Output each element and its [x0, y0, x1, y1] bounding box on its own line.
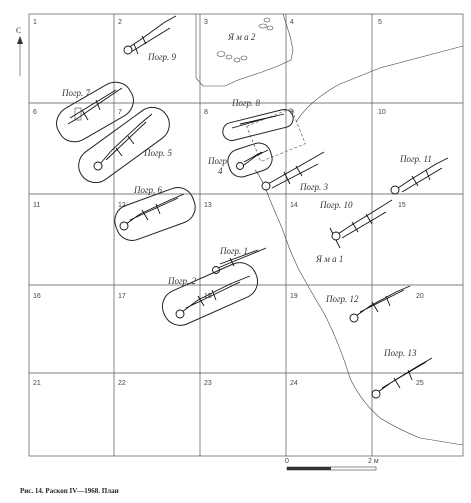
scale-two: 2 м — [368, 458, 379, 465]
grid-number-17: 17 — [118, 293, 126, 300]
label-burial-6: Погр. 6 — [133, 185, 163, 195]
burial-6 — [114, 187, 196, 241]
grid-number-20: 20 — [416, 293, 424, 300]
burial-2 — [161, 262, 259, 326]
grid-number-7: 7 — [118, 109, 122, 116]
label-burial-13: Погр. 13 — [383, 348, 417, 358]
burial-10 — [329, 199, 393, 249]
burial-5 — [78, 106, 170, 184]
grid-number-2: 2 — [118, 19, 122, 26]
burial-9 — [123, 15, 177, 55]
grid-number-10: 10 — [378, 109, 386, 116]
grid-number-8: 8 — [204, 109, 208, 116]
grid-numbers: 1 2 3 4 5 6 7 8 9 10 11 12 13 14 15 16 1… — [33, 19, 424, 387]
grid-number-9: 9 — [290, 109, 294, 116]
pit-1-boundary — [295, 45, 464, 123]
burial-7 — [56, 81, 134, 143]
burial-11 — [390, 157, 449, 195]
burial-4 — [227, 142, 273, 178]
plan-frame — [28, 13, 464, 457]
burial-8 — [222, 108, 306, 162]
pit-1-boundary-lower — [254, 169, 464, 446]
grid-lines — [29, 14, 463, 456]
grid-number-22: 22 — [118, 380, 126, 387]
label-burial-11: Погр. 11 — [399, 154, 432, 164]
grid-number-12: 12 — [118, 202, 126, 209]
burial-3 — [261, 151, 325, 191]
label-burial-4b: 4 — [218, 166, 223, 176]
grid-number-25: 25 — [416, 380, 424, 387]
grid-number-4: 4 — [290, 19, 294, 26]
label-burial-4a: Погр. — [207, 156, 229, 166]
label-burial-2: Погр. 2 — [167, 276, 197, 286]
grid-number-11: 11 — [33, 202, 40, 209]
burial-13 — [371, 357, 433, 399]
figure-caption: Рис. 14. Раскоп IV—1968. План — [20, 487, 119, 495]
label-pit-2: Я м а 2 — [227, 32, 256, 42]
grid-number-3: 3 — [204, 19, 208, 26]
scale-bar: 0 2 м — [285, 458, 379, 471]
north-label: С — [16, 26, 21, 35]
label-burial-3: Погр. 3 — [299, 182, 329, 192]
grid-number-15: 15 — [398, 202, 406, 209]
label-burial-10: Погр. 10 — [319, 200, 353, 210]
north-arrow: С — [16, 26, 23, 76]
grid-number-6: 6 — [33, 109, 37, 116]
pit-2-stones — [216, 17, 274, 63]
grid-number-18: 18 — [204, 293, 212, 300]
grid-number-5: 5 — [378, 19, 382, 26]
grid-number-16: 16 — [33, 293, 41, 300]
grid-number-13: 13 — [204, 202, 212, 209]
burial-12 — [349, 285, 411, 323]
grid-number-19: 19 — [290, 293, 298, 300]
label-burial-1: Погр. 1 — [219, 246, 248, 256]
burial-1 — [212, 247, 267, 274]
label-burial-7: Погр. 7 — [61, 88, 91, 98]
scale-zero: 0 — [285, 458, 289, 465]
grid-number-21: 21 — [33, 380, 41, 387]
label-pit-1: Я м а 1 — [315, 254, 343, 264]
label-burial-8: Погр. 8 — [231, 98, 261, 108]
grid-number-23: 23 — [204, 380, 212, 387]
label-burial-9: Погр. 9 — [147, 52, 177, 62]
label-burial-12: Погр. 12 — [325, 294, 359, 304]
label-burial-5: Погр. 5 — [143, 148, 173, 158]
labels: Погр. 9 Я м а 2 Погр. 7 Погр. 5 Погр. 8 … — [61, 32, 432, 358]
pit-2-outline — [195, 13, 294, 87]
grid-number-1: 1 — [33, 19, 37, 26]
grid-number-14: 14 — [290, 202, 298, 209]
grid-number-24: 24 — [290, 380, 298, 387]
